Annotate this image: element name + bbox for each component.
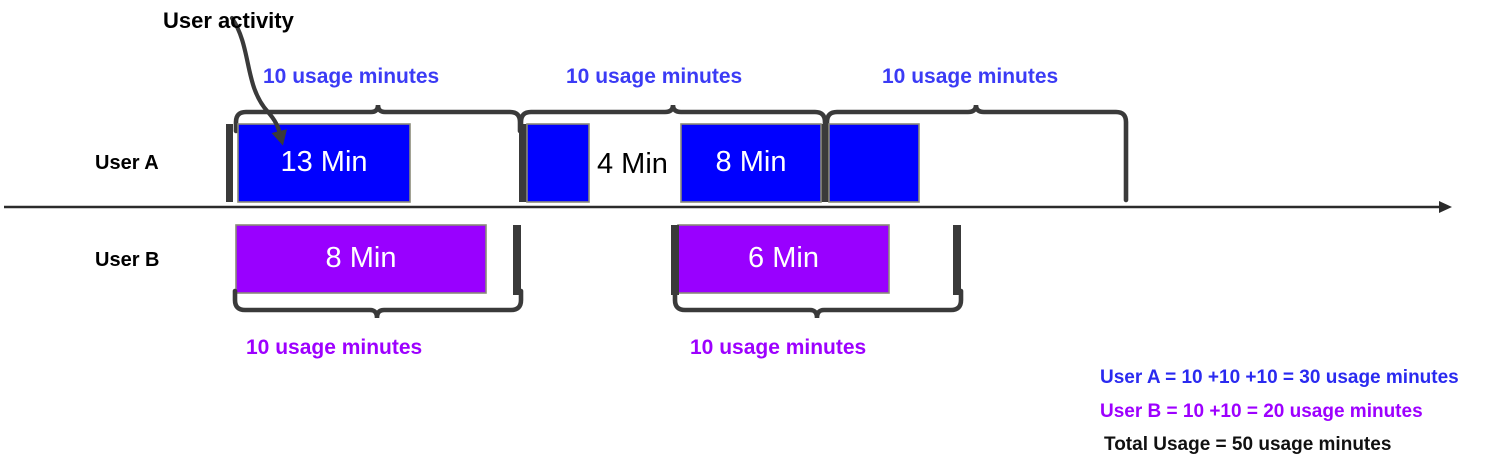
brace-b-2 bbox=[672, 288, 964, 319]
bar-a-seg2 bbox=[526, 123, 590, 203]
user-activity-label: User activity bbox=[163, 8, 294, 33]
tick-a-mid1 bbox=[519, 124, 527, 202]
brace-label-a-2: 10 usage minutes bbox=[566, 65, 743, 88]
brace-a-2 bbox=[518, 104, 828, 134]
bar-label-b-6min: 6 Min bbox=[748, 242, 819, 274]
bar-label-a-13min: 13 Min bbox=[280, 146, 368, 178]
tick-b-2 bbox=[671, 225, 679, 295]
legend-total-usage: Total Usage = 50 usage minutes bbox=[1104, 434, 1392, 455]
bar-label-b-8min: 8 Min bbox=[325, 242, 397, 274]
bar-a-13min bbox=[237, 123, 411, 203]
brace-b-1 bbox=[232, 288, 524, 319]
bar-b-8min bbox=[235, 224, 487, 294]
tick-b-1 bbox=[513, 225, 521, 295]
brace-label-a-3: 10 usage minutes bbox=[882, 65, 1059, 88]
brace-a-3 bbox=[824, 104, 1129, 203]
user-activity-callout-arrow bbox=[229, 15, 288, 146]
row-label-user-b: User B bbox=[95, 249, 160, 271]
tick-a-mid2 bbox=[821, 124, 829, 202]
legend-user-a: User A = 10 +10 +10 = 30 usage minutes bbox=[1100, 367, 1459, 388]
brace-label-b-2: 10 usage minutes bbox=[690, 336, 867, 359]
brace-label-b-1: 10 usage minutes bbox=[246, 336, 423, 359]
bar-label-a-8min: 8 Min bbox=[715, 146, 787, 178]
row-label-user-a: User A bbox=[95, 152, 159, 174]
brace-label-a-1: 10 usage minutes bbox=[263, 65, 440, 88]
gap-label-a-4min: 4 Min bbox=[597, 148, 668, 180]
legend-user-b: User B = 10 +10 = 20 usage minutes bbox=[1100, 401, 1423, 422]
tick-a-start bbox=[226, 124, 233, 202]
bar-a-8min bbox=[680, 123, 822, 203]
brace-a-1 bbox=[233, 104, 523, 134]
tick-b-3 bbox=[953, 225, 961, 295]
bar-a-seg4 bbox=[828, 123, 920, 203]
